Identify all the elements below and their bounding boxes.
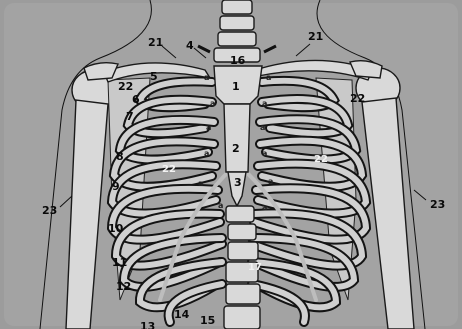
label-14: 14 (174, 308, 190, 321)
label-21-left: 21 (148, 36, 163, 49)
label-4: 4 (186, 39, 194, 52)
label-16: 16 (230, 54, 246, 67)
label-7: 7 (126, 110, 134, 123)
label-1: 1 (232, 80, 240, 93)
marker-a: a (206, 123, 211, 132)
label-22-right-mid: 22 (314, 154, 328, 165)
label-21-right: 21 (308, 30, 323, 43)
label-12: 12 (116, 280, 131, 293)
marker-a: a (266, 73, 271, 82)
label-22-right-upper: 22 (350, 92, 365, 105)
label-6: 6 (132, 93, 140, 106)
label-15: 15 (200, 314, 215, 327)
label-2: 2 (232, 142, 240, 155)
label-10: 10 (108, 222, 124, 235)
label-13: 13 (140, 320, 155, 329)
label-5: 5 (150, 70, 158, 83)
label-23-left: 23 (42, 204, 57, 217)
marker-a: a (260, 123, 265, 132)
marker-a: a (262, 203, 267, 212)
label-22-left-upper: 22 (118, 80, 133, 93)
label-9: 9 (112, 180, 120, 193)
acromion-left (84, 63, 118, 80)
label-17: 17 (248, 262, 262, 273)
label-11: 11 (112, 256, 127, 269)
label-3: 3 (234, 176, 242, 189)
marker-a: a (204, 149, 209, 158)
label-22-left-mid: 22 (162, 164, 176, 175)
label-8: 8 (116, 150, 124, 163)
marker-a: a (210, 99, 215, 108)
marker-a: a (262, 99, 267, 108)
marker-a: a (262, 149, 267, 158)
marker-a: a (198, 179, 203, 188)
marker-a: a (204, 73, 209, 82)
label-23-right: 23 (430, 198, 445, 211)
marker-a: a (218, 201, 223, 210)
marker-a: a (268, 177, 273, 186)
